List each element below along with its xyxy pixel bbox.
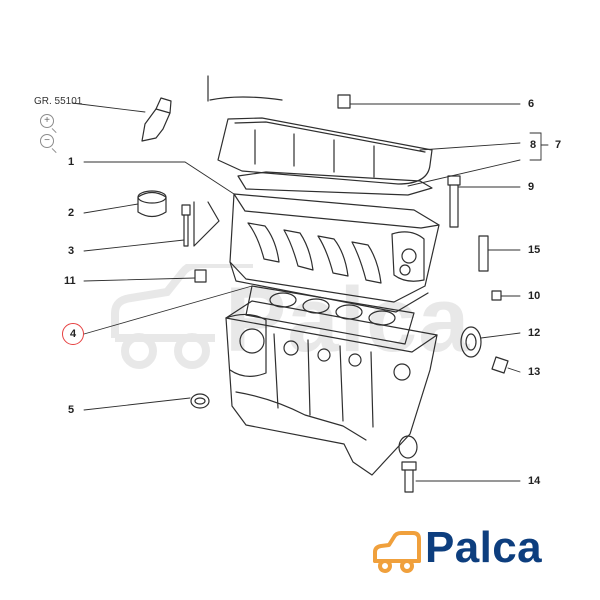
engine-block-ribs bbox=[339, 345, 344, 422]
head-bore bbox=[399, 264, 411, 276]
pipe-outline bbox=[209, 96, 283, 101]
part-10-plug bbox=[491, 290, 502, 301]
logo-text: Palca bbox=[425, 523, 542, 572]
part-5-seal-inner bbox=[194, 397, 206, 405]
callout-4-highlighted: 4 bbox=[62, 323, 84, 345]
bore bbox=[239, 328, 265, 354]
engine-block-ribs bbox=[273, 333, 279, 409]
bore bbox=[283, 340, 299, 356]
part-2-plug-top bbox=[137, 190, 167, 204]
bore bbox=[317, 348, 331, 362]
part-6-plug bbox=[337, 94, 351, 109]
cylinder-head-top bbox=[233, 193, 440, 229]
callout-15: 15 bbox=[528, 244, 541, 256]
engine-block-front bbox=[225, 313, 267, 377]
leader-line-gr bbox=[71, 102, 146, 113]
callout-11: 11 bbox=[64, 275, 76, 287]
callout-2: 2 bbox=[68, 207, 75, 219]
diagram-ref-code: GR. 55101 bbox=[34, 96, 83, 107]
callout-13: 13 bbox=[528, 366, 541, 378]
part-12-seal bbox=[460, 326, 482, 358]
part-12-seal-inner bbox=[465, 333, 477, 351]
callout-7: 7 bbox=[555, 139, 562, 151]
leader-line-12 bbox=[480, 332, 521, 339]
part-14-bolt bbox=[404, 469, 414, 493]
bore bbox=[348, 353, 362, 367]
engine-block-body bbox=[225, 317, 438, 476]
cylinder-head-body bbox=[229, 193, 440, 303]
callout-3: 3 bbox=[68, 245, 75, 257]
sensor bbox=[141, 108, 171, 142]
port bbox=[283, 229, 314, 271]
bracket bbox=[193, 201, 220, 247]
leader-line-13 bbox=[507, 367, 521, 373]
port bbox=[317, 235, 349, 277]
callout-10: 10 bbox=[528, 290, 541, 302]
callout-12: 12 bbox=[528, 327, 541, 339]
leader-line-8b bbox=[407, 159, 521, 187]
engine-block-ribs bbox=[370, 351, 374, 428]
engine-block-lower bbox=[235, 391, 367, 441]
part-3-bolt bbox=[183, 214, 189, 247]
part-9-bolt bbox=[447, 175, 461, 186]
leader-line-4 bbox=[83, 285, 253, 335]
head-bore bbox=[401, 248, 417, 264]
leader-line-1 bbox=[83, 161, 235, 195]
callout-8: 8 bbox=[530, 139, 537, 151]
zoom-out-button[interactable]: − bbox=[40, 134, 54, 148]
zoom-in-button[interactable]: + bbox=[40, 114, 54, 128]
part-14-bolt bbox=[401, 461, 417, 471]
part-3-bolt bbox=[181, 204, 191, 216]
valve-cover bbox=[217, 117, 433, 185]
head-gasket bbox=[245, 285, 415, 345]
valve-cover-gasket bbox=[237, 171, 433, 196]
zoom-controls: + − bbox=[40, 114, 56, 150]
valve-cover-ridge bbox=[234, 121, 426, 153]
part-2-plug bbox=[137, 191, 167, 218]
part-11-plug bbox=[194, 269, 207, 283]
sensor bbox=[155, 97, 172, 114]
callout-6: 6 bbox=[528, 98, 535, 110]
leader-line-5 bbox=[83, 397, 191, 411]
palca-logo: Palca bbox=[373, 525, 569, 577]
bore bbox=[393, 363, 411, 381]
leader-line-11 bbox=[83, 277, 196, 282]
callout-1: 1 bbox=[68, 156, 75, 168]
port bbox=[351, 241, 382, 284]
car-icon bbox=[373, 531, 421, 573]
part-15-stud bbox=[478, 235, 489, 272]
leader-line-8 bbox=[419, 142, 521, 151]
engine-block-ribs bbox=[307, 339, 311, 416]
head-side bbox=[391, 231, 425, 282]
part-9-bolt bbox=[449, 184, 459, 228]
leader-line-3 bbox=[83, 239, 185, 252]
part-13-plug bbox=[491, 356, 509, 374]
callout-9: 9 bbox=[528, 181, 535, 193]
bore bbox=[398, 435, 418, 459]
port bbox=[247, 222, 280, 263]
leader-bracket-7 bbox=[529, 132, 542, 161]
part-5-seal bbox=[190, 393, 210, 409]
leader-line-2 bbox=[83, 203, 139, 214]
callout-5: 5 bbox=[68, 404, 75, 416]
callout-14: 14 bbox=[528, 475, 541, 487]
